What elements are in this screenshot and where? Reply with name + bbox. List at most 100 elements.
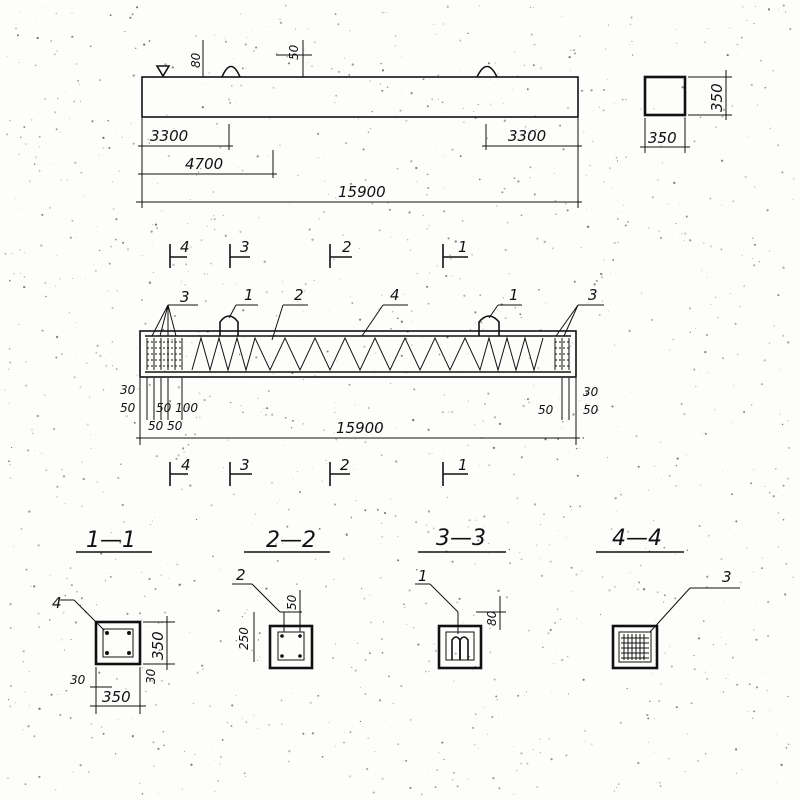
speckle — [533, 384, 535, 386]
speckle — [581, 89, 584, 92]
speckle — [732, 200, 735, 203]
speckle — [623, 698, 625, 700]
speckle — [793, 178, 795, 180]
speckle — [415, 569, 418, 571]
speckle — [71, 584, 73, 586]
speckle — [656, 782, 657, 784]
speckle — [503, 187, 506, 190]
speckle — [281, 723, 283, 725]
speckle — [670, 665, 673, 668]
speckle — [651, 196, 655, 199]
speckle — [60, 179, 62, 181]
speckle — [15, 198, 17, 200]
speckle — [241, 411, 244, 414]
speckle — [422, 214, 424, 217]
speckle — [403, 293, 405, 296]
speckle — [473, 110, 475, 113]
speckle — [675, 485, 677, 487]
speckle — [722, 599, 724, 601]
speckle — [397, 317, 399, 320]
speckle — [555, 649, 557, 651]
speckle — [369, 127, 372, 130]
speckle — [478, 178, 481, 181]
speckle — [115, 218, 118, 221]
speckle — [125, 688, 127, 690]
speckle — [380, 577, 382, 579]
speckle — [247, 316, 249, 318]
dim-label-50-right-b: 50 — [583, 403, 599, 417]
speckle — [615, 156, 618, 159]
speckle — [426, 194, 428, 196]
speckle — [633, 585, 635, 587]
speckle — [422, 78, 425, 81]
speckle — [611, 405, 614, 408]
section-mark-label-1-b: 1 — [458, 456, 468, 474]
speckle — [626, 687, 628, 690]
speckle — [484, 403, 486, 405]
speckle — [146, 6, 147, 8]
speckle — [456, 370, 458, 372]
speckle — [110, 576, 112, 578]
callout-label-3-left: 3 — [180, 288, 190, 306]
speckle — [69, 717, 72, 719]
speckle — [369, 594, 371, 596]
speckle — [66, 577, 68, 580]
speckle — [494, 62, 496, 64]
speckle — [81, 505, 83, 508]
speckle — [638, 330, 640, 331]
speckle — [56, 50, 58, 52]
speckle — [192, 447, 193, 449]
speckle — [586, 225, 590, 228]
speckle — [325, 459, 327, 462]
speckle — [408, 589, 411, 592]
speckle — [288, 62, 290, 65]
speckle — [297, 175, 299, 176]
leader-line — [73, 599, 105, 631]
speckle — [337, 23, 340, 26]
speckle — [474, 713, 477, 715]
speckle — [22, 729, 24, 731]
speckle — [244, 43, 247, 46]
speckle — [572, 413, 575, 416]
speckle — [246, 609, 248, 611]
speckle — [582, 437, 585, 439]
speckle — [533, 193, 536, 196]
section-title-4-4: 4—4 — [612, 526, 662, 551]
speckle — [429, 78, 431, 80]
speckle — [178, 583, 181, 586]
speckle — [550, 758, 553, 761]
speckle — [421, 793, 423, 795]
speckle — [334, 503, 337, 506]
speckle — [512, 746, 514, 748]
speckle — [161, 210, 163, 212]
speckle — [782, 4, 785, 7]
leader-line — [228, 304, 237, 319]
speckle — [449, 254, 451, 257]
speckle — [595, 279, 598, 283]
speckle — [49, 575, 51, 577]
speckle — [638, 581, 641, 584]
speckle — [580, 246, 582, 249]
speckle — [551, 247, 554, 250]
speckle — [334, 13, 337, 15]
speckle — [380, 62, 382, 65]
speckle — [69, 118, 70, 120]
speckle — [688, 307, 692, 310]
dim-label-30-left: 30 — [120, 383, 136, 397]
speckle — [210, 262, 213, 265]
speckle — [572, 342, 574, 344]
speckle — [410, 320, 412, 322]
speckle — [513, 51, 515, 53]
speckle — [191, 341, 193, 344]
speckle — [4, 252, 7, 255]
speckle — [697, 760, 699, 762]
paper-speckle-texture — [4, 4, 795, 796]
speckle — [428, 224, 430, 227]
speckle — [774, 144, 776, 146]
speckle — [243, 772, 246, 775]
speckle — [115, 559, 117, 561]
speckle — [655, 619, 657, 620]
speckle — [410, 310, 413, 313]
speckle — [71, 12, 73, 14]
speckle — [9, 361, 12, 364]
